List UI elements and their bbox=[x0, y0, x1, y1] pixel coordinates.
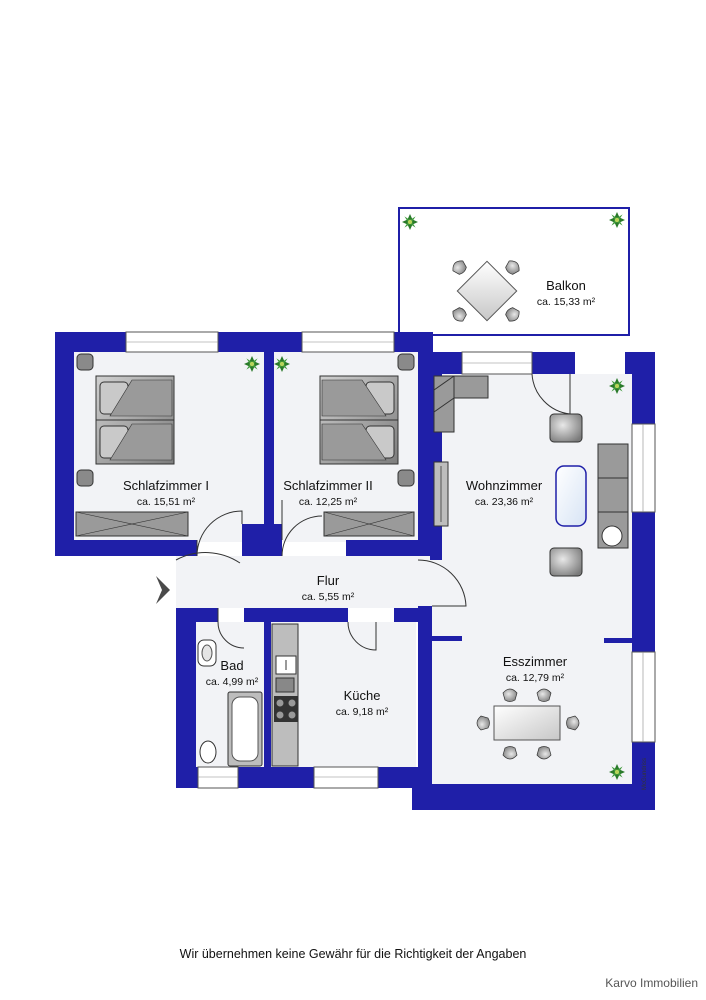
room-area-schlafzimmer-2: ca. 12,25 m² bbox=[299, 496, 358, 508]
room-name-schlafzimmer-1: Schlafzimmer I bbox=[123, 478, 209, 493]
room-area-wohnzimmer: ca. 23,36 m² bbox=[475, 496, 534, 508]
room-name-schlafzimmer-2: Schlafzimmer II bbox=[283, 478, 373, 493]
dining-furniture bbox=[476, 688, 580, 760]
room-area-balkon: ca. 15,33 m² bbox=[537, 296, 596, 308]
room-area-bad: ca. 4,99 m² bbox=[206, 676, 259, 688]
room-area-kueche: ca. 9,18 m² bbox=[336, 706, 389, 718]
room-area-esszimmer: ca. 12,79 m² bbox=[506, 672, 565, 684]
company-name: Karvo Immobilien bbox=[605, 976, 698, 990]
bedroom2-furniture bbox=[319, 353, 415, 537]
room-name-balkon: Balkon bbox=[546, 278, 586, 293]
kitchen-furniture bbox=[271, 623, 299, 767]
room-labels: Balkon ca. 15,33 m² Schlafzimmer I ca. 1… bbox=[123, 278, 596, 718]
drawing-credit: McGundriss bbox=[642, 758, 648, 790]
room-name-flur: Flur bbox=[317, 573, 340, 588]
bedroom1-furniture bbox=[75, 353, 189, 537]
room-area-schlafzimmer-1: ca. 15,51 m² bbox=[137, 496, 196, 508]
balcony-furniture bbox=[449, 257, 523, 325]
room-name-bad: Bad bbox=[220, 658, 243, 673]
bathroom-furniture bbox=[197, 639, 263, 767]
windows bbox=[125, 331, 656, 789]
room-area-flur: ca. 5,55 m² bbox=[302, 591, 355, 603]
room-name-esszimmer: Esszimmer bbox=[503, 654, 568, 669]
entrance-arrow bbox=[156, 576, 170, 604]
living-furniture bbox=[433, 375, 629, 577]
room-name-kueche: Küche bbox=[344, 688, 381, 703]
room-name-wohnzimmer: Wohnzimmer bbox=[466, 478, 543, 493]
disclaimer-text: Wir übernehmen keine Gewähr für die Rich… bbox=[179, 947, 527, 961]
